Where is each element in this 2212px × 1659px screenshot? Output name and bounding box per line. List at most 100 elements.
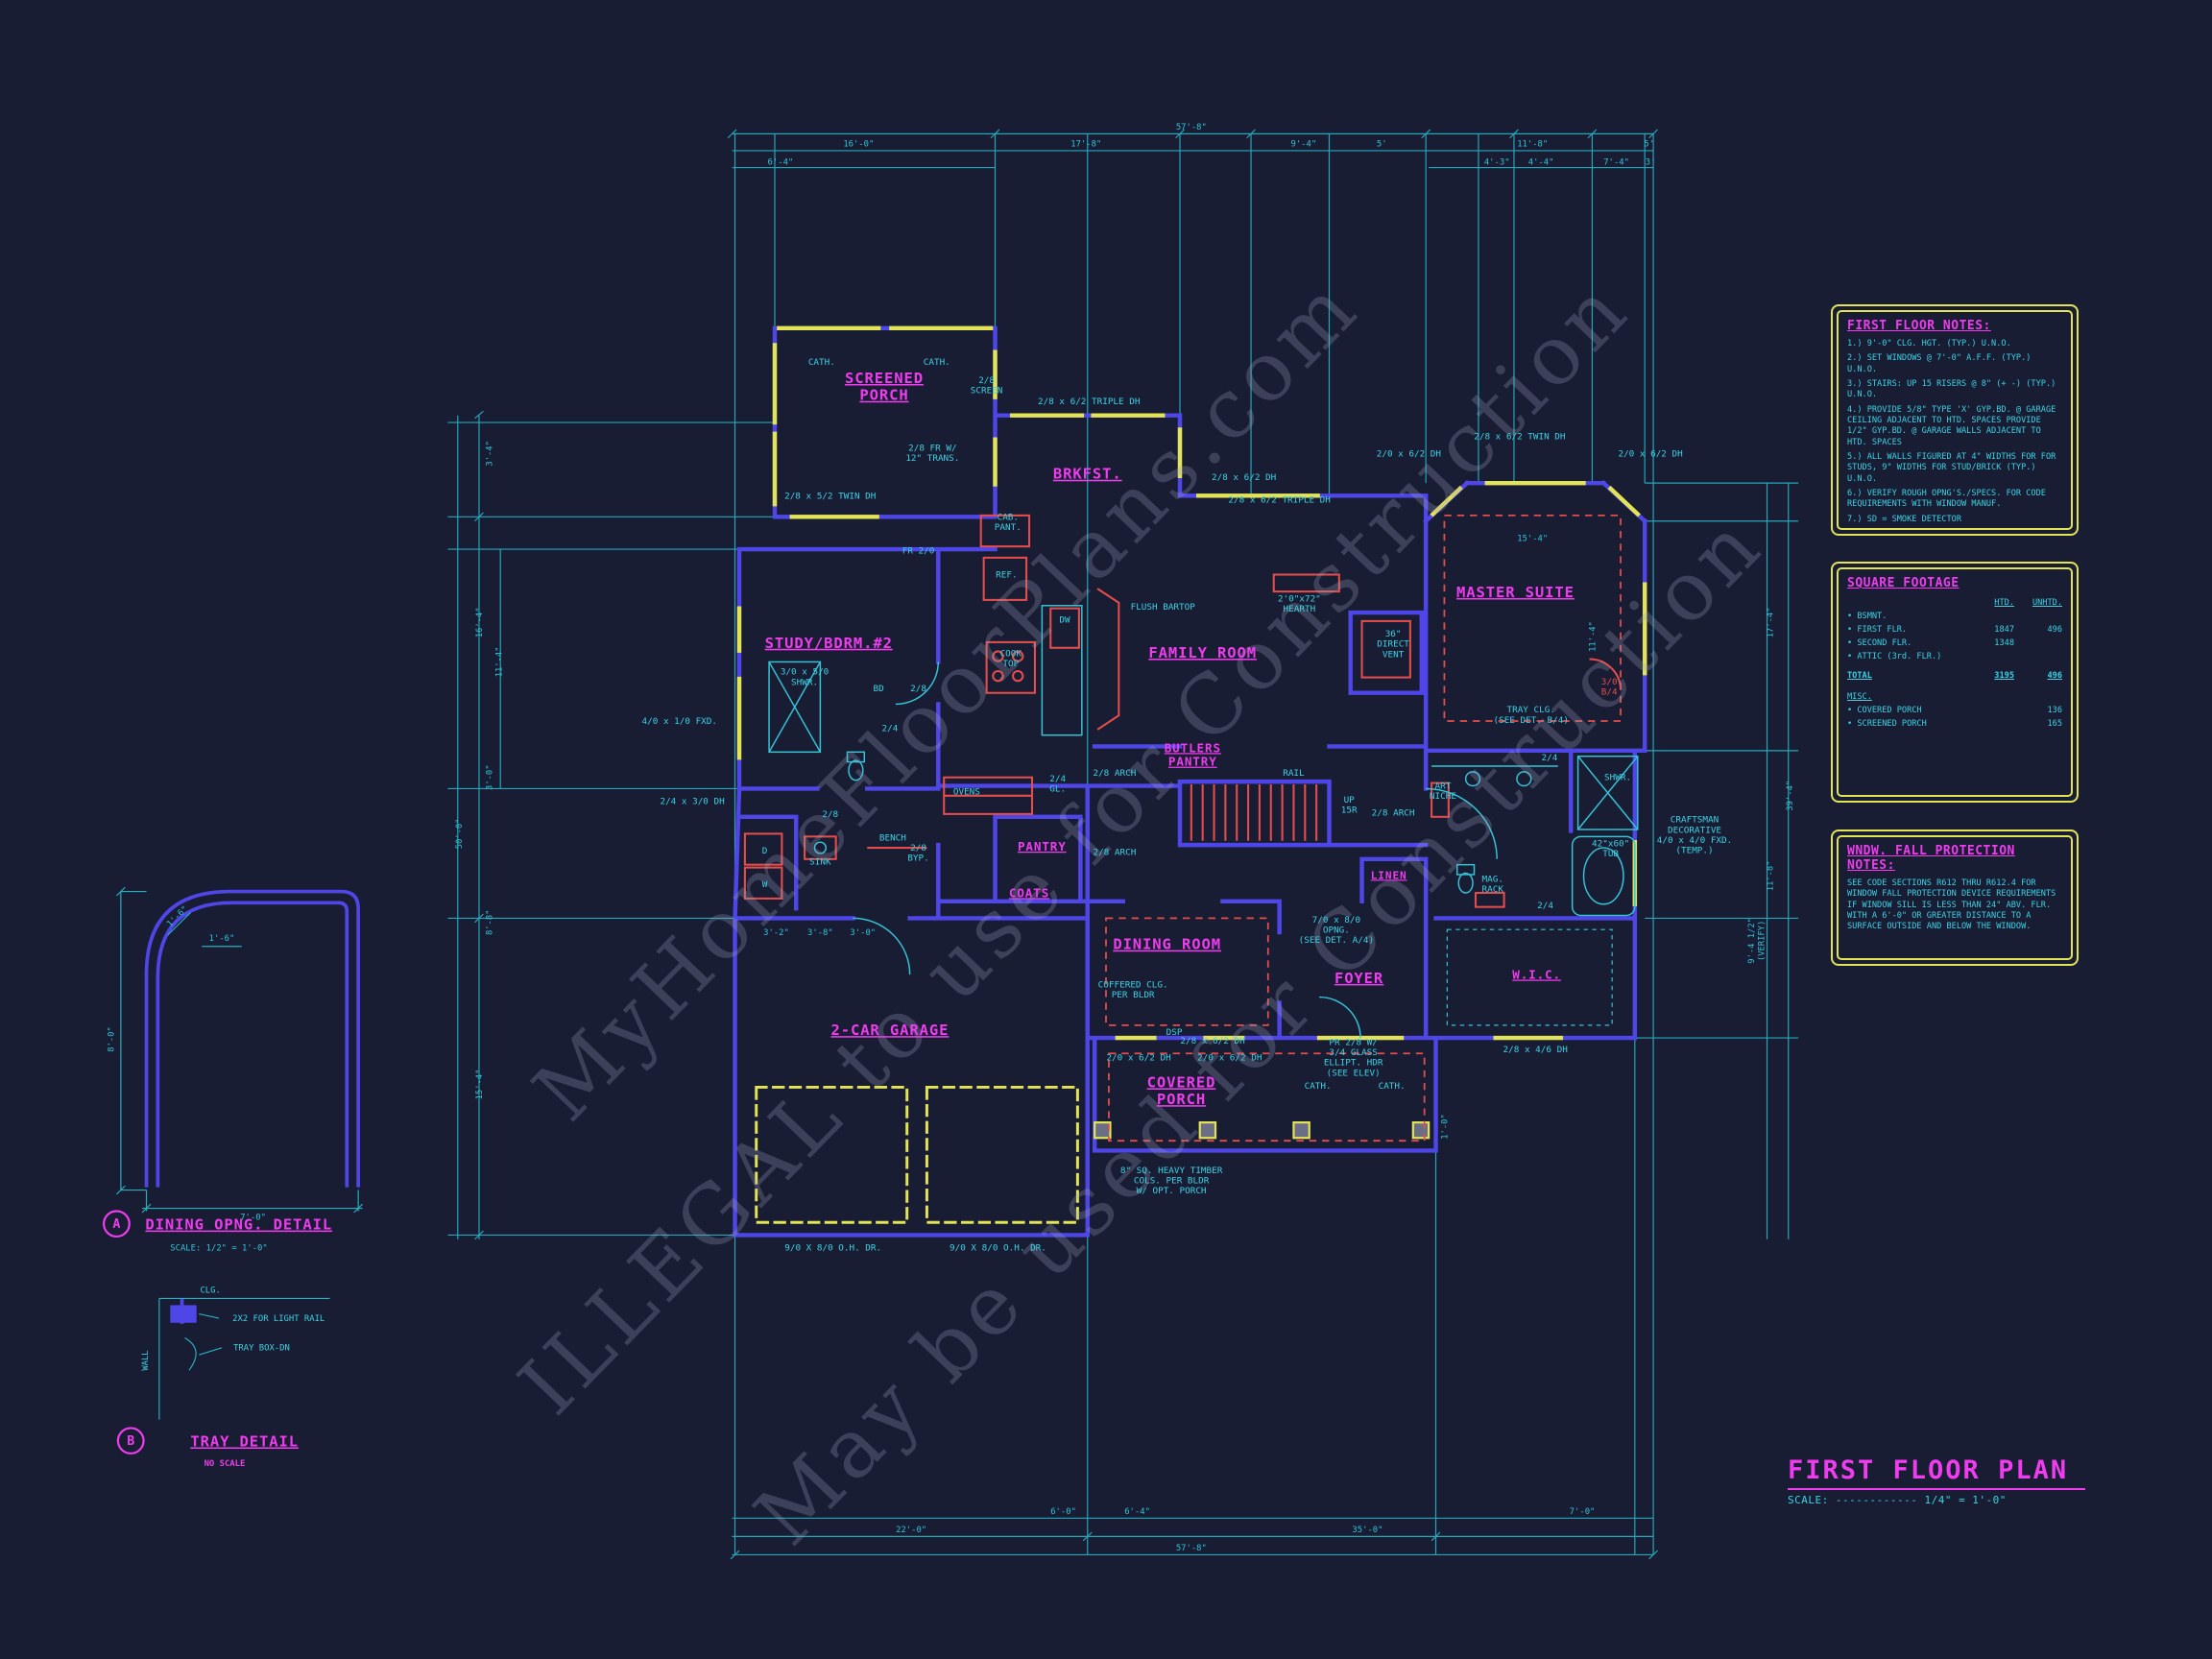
annotation-label: 9/0 X 8/0 O.H. DR. — [784, 1243, 881, 1254]
dimension-label: 4'-3" — [1484, 158, 1510, 168]
sf-row: • ATTIC (3rd. FLR.) — [1847, 652, 1942, 661]
annotation-label: DW — [1059, 614, 1070, 625]
dimension-label: 5' — [1377, 140, 1387, 150]
annotation-label: CATH. — [1305, 1081, 1332, 1092]
sheet-title: FIRST FLOOR PLAN — [1788, 1455, 2085, 1490]
room-label: W.I.C. — [1512, 968, 1561, 982]
window-notes-inner: WNDW. FALL PROTECTION NOTES: SEE CODE SE… — [1837, 835, 2073, 960]
annotation-label: SINK — [809, 857, 831, 868]
cabinet-pantry — [979, 514, 1031, 548]
dishwasher — [1049, 607, 1080, 649]
art-niche — [1431, 781, 1450, 818]
hearth — [1272, 573, 1340, 593]
dimension-label: 22'-0" — [896, 1526, 926, 1535]
dimension-label: 15'-4" — [475, 1070, 485, 1100]
annotation-label: CATH. — [924, 357, 950, 368]
first-floor-notes-box: FIRST FLOOR NOTES: 1.) 9'-0" CLG. HGT. (… — [1831, 304, 2079, 536]
dimension-label: 50'-0" — [455, 819, 465, 850]
dimension-label: 3'-8" — [807, 928, 833, 938]
dimension-label: 6'-0" — [1050, 1507, 1076, 1517]
first-floor-note: 7.) SD = SMOKE DETECTOR — [1847, 514, 1961, 524]
annotation-label: 4/0 x 1/0 FXD. — [642, 716, 717, 727]
dryer — [743, 866, 783, 900]
dimension-label: 9'-4 1/2"(VERIFY) — [1747, 918, 1767, 964]
detail-badge: A — [112, 1217, 120, 1232]
dimension-label: 3'-0" — [485, 764, 494, 789]
door-arc — [1319, 996, 1361, 1039]
sink-bowl — [813, 841, 828, 854]
annotation-label: 2X2 FOR LIGHT RAIL — [232, 1314, 325, 1324]
annotation-label: 9/0 X 8/0 O.H. DR. — [950, 1243, 1046, 1254]
title-block: FIRST FLOOR PLAN SCALE: ------------ 1/4… — [1788, 1455, 2085, 1506]
annotation-label: 2/8 — [910, 684, 926, 694]
annotation-label: CATH. — [808, 357, 835, 368]
kitchen-island — [1041, 605, 1083, 736]
annotation-label: BD — [873, 684, 883, 694]
room-label: MASTER SUITE — [1456, 584, 1575, 601]
dimension-label: 11'-4" — [495, 647, 505, 678]
dimension-label: 5' — [1644, 140, 1654, 150]
ovens — [943, 776, 1034, 815]
dimension-label: 11'-8" — [1517, 140, 1548, 150]
dimension-label: 8'-8" — [485, 910, 494, 935]
room-label: DINING OPNG. DETAIL — [145, 1216, 332, 1234]
annotation-label: CAB.PANT. — [995, 512, 1022, 533]
room-label: FAMILY ROOM — [1148, 644, 1257, 661]
cooktop — [985, 640, 1037, 694]
detail-drawings — [102, 886, 364, 1455]
room-label: PANTRY — [1018, 839, 1067, 854]
tub — [1571, 835, 1636, 917]
mag-rack — [1474, 891, 1505, 908]
stairs-hatch — [1190, 784, 1318, 841]
annotation-label: COFFERED CLG.PER BLDR — [1098, 979, 1168, 1000]
dimension-label: 7'-0" — [1570, 1507, 1596, 1517]
sf-row: MISC. — [1847, 692, 1872, 702]
tray-box — [170, 1305, 197, 1323]
dining-opening-inner — [156, 901, 349, 1188]
annotation-label: REF. — [996, 569, 1017, 580]
room-label: LINEN — [1371, 869, 1407, 881]
annotation-label: 2/4 — [882, 723, 899, 733]
dimension-label: 16'-4" — [475, 607, 485, 637]
annotation-label: 2/8 x 4/6 DH — [1503, 1045, 1568, 1055]
first-floor-note: 4.) PROVIDE 5/8" TYPE 'X' GYP.BD. @ GARA… — [1847, 404, 2056, 447]
dimension-label: 17'-4" — [1766, 607, 1775, 637]
study-shower — [768, 661, 822, 754]
window-notes-box: WNDW. FALL PROTECTION NOTES: SEE CODE SE… — [1831, 830, 2079, 966]
first-floor-note: 3.) STAIRS: UP 15 RISERS @ 8" (+ -) (TYP… — [1847, 379, 2056, 400]
dimension-label: 57'-8" — [1176, 1544, 1207, 1553]
first-floor-note: 6.) VERIFY ROUGH OPNG'S./SPECS. FOR CODE… — [1847, 489, 2046, 510]
refrigerator — [982, 556, 1028, 601]
detail-a-badge — [102, 1210, 131, 1238]
annotation-label: D — [762, 846, 768, 856]
sheet-scale: SCALE: ------------ 1/4" = 1'-0" — [1788, 1494, 2007, 1506]
dimension-label: 11'-8" — [1766, 861, 1775, 892]
annotation-label: 2/8 ARCH — [1372, 807, 1415, 818]
window-notes-title: WNDW. FALL PROTECTION NOTES: — [1847, 844, 2015, 873]
door-arc — [853, 917, 911, 975]
dimension-label: 17'-8" — [1070, 140, 1101, 150]
annotation-label: 2/8 x 5/2 TWIN DH — [784, 491, 876, 501]
sf-row: • BSMNT. — [1847, 612, 1887, 621]
annotation-label: 2/8 x 6/2 TWIN DH — [1474, 432, 1565, 443]
first-floor-note: 1.) 9'-0" CLG. HGT. (TYP.) U.N.O. — [1847, 339, 2011, 349]
room-label: 2-CAR GARAGE — [830, 1022, 949, 1039]
coffered-ceiling — [1105, 917, 1269, 1026]
dimension-label: 3'-0" — [850, 928, 876, 938]
dining-opening-outline — [144, 889, 360, 1188]
annotation-label: FR 2/0 — [902, 546, 935, 557]
wic-shelving — [1446, 928, 1613, 1026]
annotation-label: 2/0 x 6/2 DH — [1197, 1053, 1262, 1064]
